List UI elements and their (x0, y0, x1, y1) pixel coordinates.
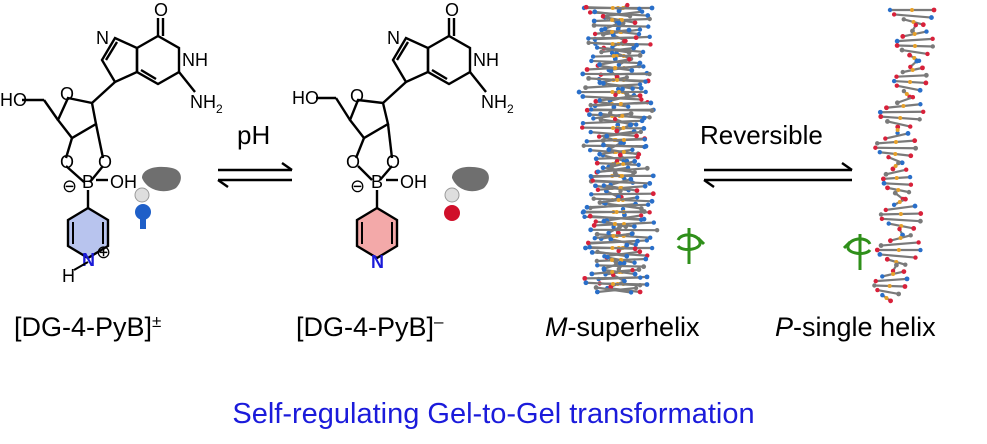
atom-ho-b: HO (292, 88, 319, 108)
atom-n-b: N (387, 28, 400, 48)
atom-nh2-b: NH2 (481, 92, 514, 116)
m-superhelix-model (576, 2, 660, 295)
m-superhelix-label-rest: -superhelix (567, 312, 700, 342)
atom-oh-b: OH (400, 172, 427, 192)
p-single-helix-label: P-single helix (775, 312, 936, 343)
arrow-label-reversible: Reversible (700, 120, 823, 150)
charge-minus-b: ⊖ (350, 176, 365, 196)
atom-ester-o1-a: O (60, 152, 74, 172)
charge-plus-a: ⊕ (96, 242, 111, 262)
helix-direction-arrow-m (676, 228, 706, 264)
cartoon-a (134, 166, 181, 229)
m-superhelix-label-italic: M (545, 312, 568, 342)
atom-n-a: N (96, 28, 109, 48)
atom-n-pyridine: N (371, 252, 384, 272)
compound-a-charge: ± (152, 312, 162, 331)
helix-direction-arrow-p (842, 234, 872, 270)
compound-b-name: [DG-4-PyB] (296, 312, 435, 342)
atom-b-a: B (82, 172, 94, 192)
cartoon-b (444, 166, 489, 221)
footer-caption: Self-regulating Gel-to-Gel transformatio… (232, 398, 755, 430)
equilibrium-arrow-reversible (703, 162, 853, 188)
atom-o-carbonyl-b: O (445, 0, 459, 20)
atom-b-b: B (371, 172, 383, 192)
equilibrium-arrow-ph (217, 162, 293, 188)
charge-minus-a: ⊖ (62, 176, 77, 196)
atom-ester-o2-b: O (386, 152, 400, 172)
atom-ring-o-b: O (350, 86, 364, 106)
pyridine-ring-b (355, 206, 399, 260)
p-single-helix-label-rest: -single helix (793, 312, 936, 342)
atom-nh-b: NH (473, 50, 499, 70)
compound-a-label: [DG-4-PyB]± (14, 312, 161, 343)
p-single-helix-model (872, 7, 937, 304)
compound-a-name: [DG-4-PyB] (14, 312, 153, 342)
p-single-helix-label-italic: P (775, 312, 794, 342)
m-superhelix-label: M-superhelix (545, 312, 700, 343)
atom-ester-o1-b: O (346, 152, 360, 172)
atom-nh-a: NH (182, 50, 208, 70)
compound-b-label: [DG-4-PyB]– (296, 312, 444, 343)
atom-nh2-a: NH2 (190, 92, 223, 116)
atom-h-a: H (62, 266, 75, 286)
atom-ester-o2-a: O (98, 152, 112, 172)
atom-o-carbonyl-a: O (154, 0, 168, 20)
atom-oh-a: OH (110, 172, 137, 192)
pyridinium-ring-a (66, 206, 110, 260)
atom-ho-a: HO (0, 90, 27, 110)
atom-ring-o-a: O (60, 84, 74, 104)
atom-n-pyridinium: N (82, 250, 95, 270)
molecule-a (22, 18, 196, 208)
compound-b-charge: – (434, 312, 444, 331)
arrow-label-ph: pH (237, 120, 271, 150)
molecule-b (316, 18, 487, 208)
